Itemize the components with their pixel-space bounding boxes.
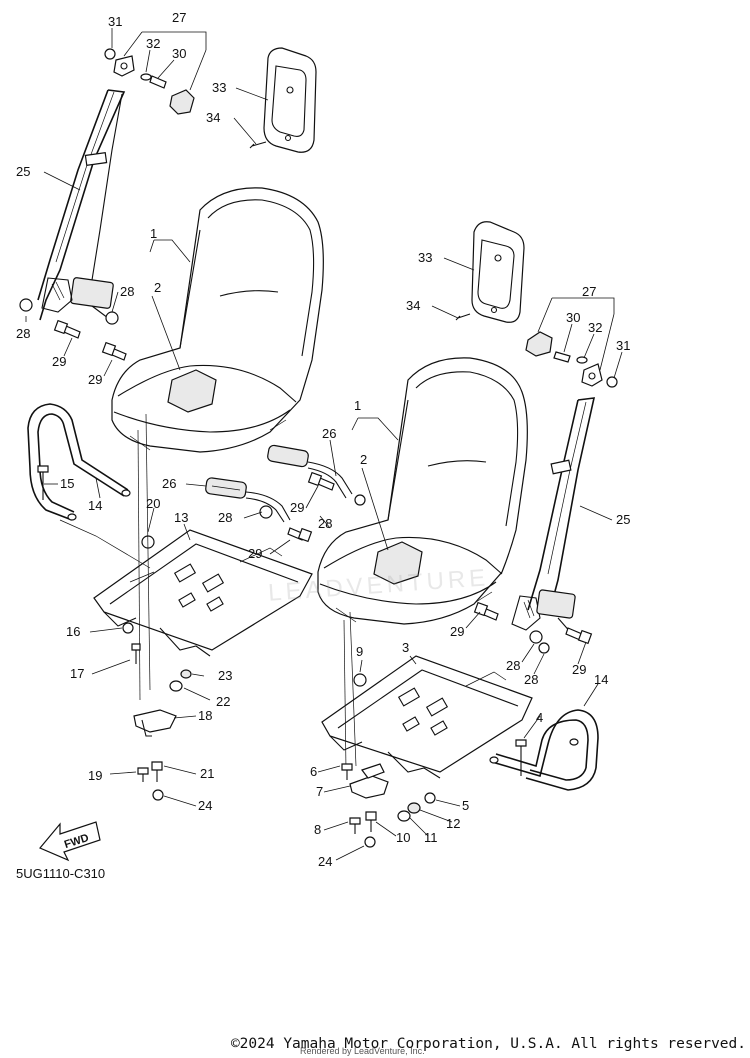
callout-25: 25 [16, 164, 30, 179]
callout-17: 17 [70, 666, 84, 681]
render-note: Rendered by LeadVenture, Inc. [300, 1046, 425, 1056]
belt-anchor-left [104, 48, 195, 115]
callout-16: 16 [66, 624, 80, 639]
callout-14: 14 [594, 672, 608, 687]
callout-28: 28 [318, 516, 332, 531]
side-bar-right [489, 709, 599, 791]
callout-11: 11 [424, 830, 438, 845]
callout-29: 29 [248, 546, 262, 561]
copyright-notice: ©2024 Yamaha Motor Corporation, U.S.A. A… [230, 1036, 746, 1052]
callout-27: 27 [582, 284, 596, 299]
seat-frame-left [93, 529, 313, 657]
callout-30: 30 [172, 46, 186, 61]
cover-left [249, 47, 317, 153]
callout-34: 34 [406, 298, 420, 313]
callout-28: 28 [524, 672, 538, 687]
callout-29: 29 [290, 500, 304, 515]
seat-belt-right [511, 397, 596, 635]
callout-29: 29 [572, 662, 586, 677]
cover-right [455, 221, 525, 323]
callout-14: 14 [88, 498, 102, 513]
hardware-right-lower [341, 673, 436, 848]
buckle-left [205, 477, 291, 523]
callout-30: 30 [566, 310, 580, 325]
callout-29: 29 [52, 354, 66, 369]
bolt-4 [515, 739, 527, 776]
callout-28: 28 [218, 510, 232, 525]
callout-24: 24 [198, 798, 212, 813]
alignment-lines-right [343, 611, 357, 771]
seat-belt-left [37, 89, 126, 321]
alignment-lines-left [59, 413, 151, 701]
hardware-left-lower [122, 622, 192, 801]
callout-3: 3 [402, 640, 409, 655]
callout-32: 32 [146, 36, 160, 51]
buckle-right [267, 444, 366, 506]
seat-right [317, 357, 528, 625]
callout-4: 4 [536, 710, 543, 725]
callout-6: 6 [310, 764, 317, 779]
callout-28: 28 [120, 284, 134, 299]
callout-24: 24 [318, 854, 332, 869]
callout-27: 27 [172, 10, 186, 25]
callout-2: 2 [154, 280, 161, 295]
callout-15: 15 [60, 476, 74, 491]
callout-18: 18 [198, 708, 212, 723]
bolts-left-upper [19, 298, 127, 361]
callout-12: 12 [446, 816, 460, 831]
fwd-arrow-icon: FWD [39, 821, 101, 862]
callout-19: 19 [88, 768, 102, 783]
callout-numbers: 31 27 32 30 33 34 25 1 2 28 28 29 29 15 … [16, 10, 630, 869]
callout-13: 13 [174, 510, 188, 525]
diagram-reference-code: 5UG1110-C310 [16, 866, 106, 881]
callout-10: 10 [396, 830, 410, 845]
callout-32: 32 [588, 320, 602, 335]
callout-28: 28 [506, 658, 520, 673]
callout-29: 29 [88, 372, 102, 387]
bolt-15 [37, 465, 49, 500]
callout-25: 25 [616, 512, 630, 527]
callout-21: 21 [200, 766, 214, 781]
callout-9: 9 [356, 644, 363, 659]
callout-33: 33 [212, 80, 226, 95]
seat-frame-right [321, 655, 533, 779]
callout-33: 33 [418, 250, 432, 265]
seat-left [111, 187, 324, 453]
callout-2: 2 [360, 452, 367, 467]
callout-1: 1 [354, 398, 361, 413]
bolts-right-upper [259, 471, 593, 654]
callout-31: 31 [108, 14, 122, 29]
callout-26: 26 [162, 476, 176, 491]
callout-1: 1 [150, 226, 157, 241]
callout-31: 31 [616, 338, 630, 353]
callout-8: 8 [314, 822, 321, 837]
callout-7: 7 [316, 784, 323, 799]
callout-26: 26 [322, 426, 336, 441]
callout-5: 5 [462, 798, 469, 813]
callout-34: 34 [206, 110, 220, 125]
callout-23: 23 [218, 668, 232, 683]
callout-22: 22 [216, 694, 230, 709]
callout-28: 28 [16, 326, 30, 341]
callout-20: 20 [146, 496, 160, 511]
leader-lines [25, 28, 623, 861]
callout-29: 29 [450, 624, 464, 639]
belt-anchor-right [525, 331, 618, 388]
